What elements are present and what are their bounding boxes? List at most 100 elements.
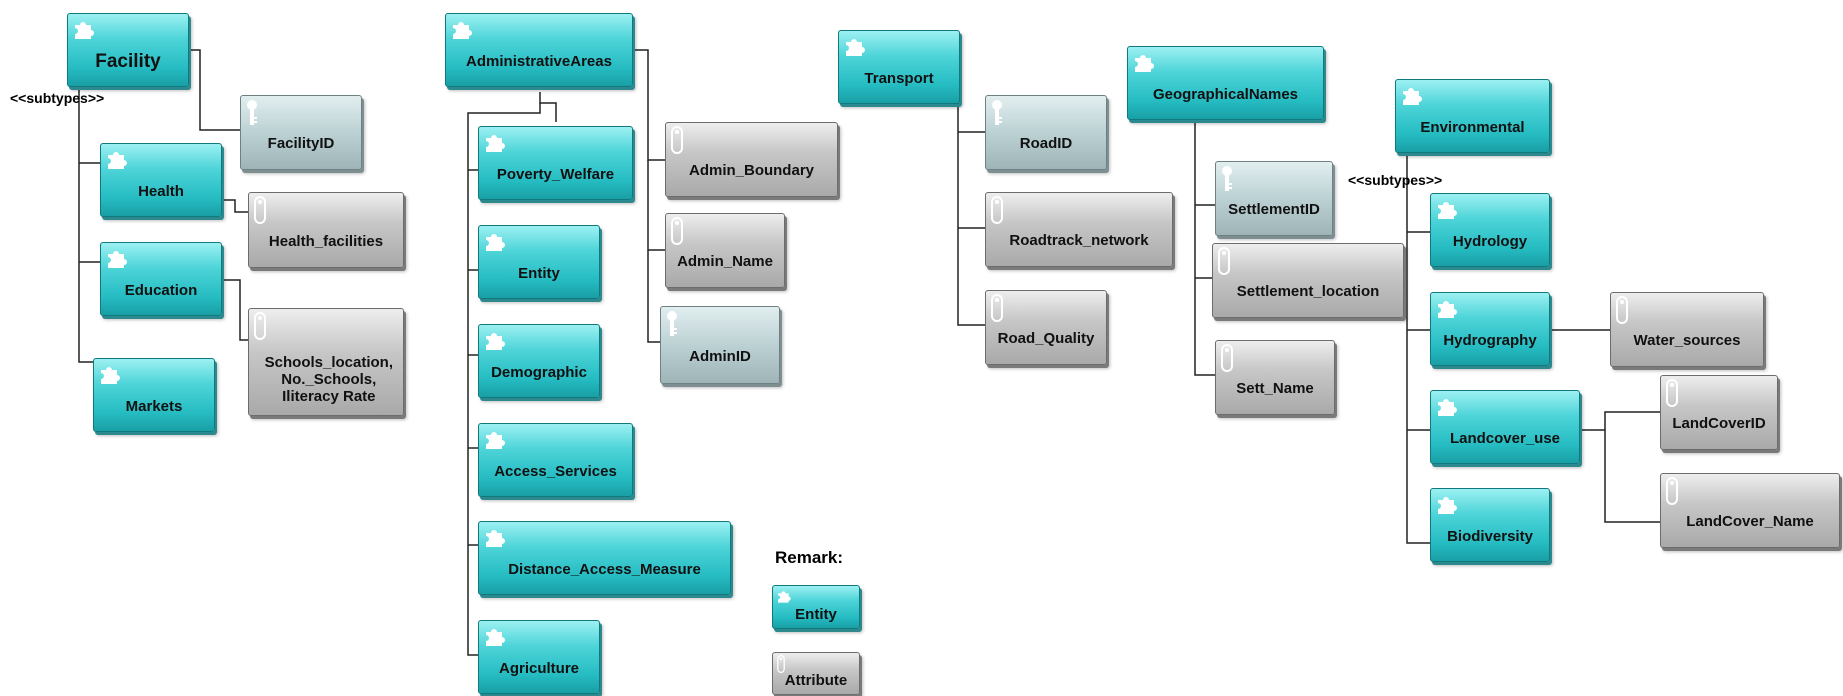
attribute-label: Water_sources [1633, 332, 1741, 349]
attribute-label: SettlementID [1228, 201, 1320, 218]
entity-label: Environmental [1420, 118, 1525, 136]
puzzle-icon [846, 39, 865, 56]
puzzle-icon [1438, 202, 1457, 219]
attribute-label: RoadID [1019, 135, 1073, 152]
attribute-tag-icon [1221, 344, 1233, 372]
legend-attribute: Attribute [772, 652, 860, 695]
entity-facility[interactable]: Facility [67, 13, 189, 87]
entity-label: Health [138, 182, 184, 200]
puzzle-icon [486, 333, 505, 350]
attribute-sett-name[interactable]: Sett_Name [1215, 340, 1335, 415]
entity-label: Markets [125, 397, 183, 415]
key-icon [1222, 166, 1232, 191]
puzzle-icon [1438, 497, 1457, 514]
key-icon [992, 100, 1002, 125]
attribute-label: Sett_Name [1236, 380, 1314, 397]
entity-distance-access-measure[interactable]: Distance_Access_Measure [478, 521, 731, 595]
attribute-settlementid[interactable]: SettlementID [1215, 161, 1333, 236]
puzzle-icon [453, 22, 472, 39]
entity-label: GeographicalNames [1152, 85, 1299, 103]
entity-transport[interactable]: Transport [838, 30, 960, 104]
entity-education[interactable]: Education [100, 242, 222, 316]
attribute-label: FacilityID [267, 135, 335, 152]
attribute-adminid[interactable]: AdminID [660, 306, 780, 384]
attribute-facilityid[interactable]: FacilityID [240, 95, 362, 170]
puzzle-icon [486, 629, 505, 646]
entity-label: Agriculture [498, 659, 579, 677]
entity-demographic[interactable]: Demographic [478, 324, 600, 398]
attribute-settlement-location[interactable]: Settlement_location [1212, 243, 1404, 318]
entity-markets[interactable]: Markets [93, 358, 215, 432]
attribute-label: Roadtrack_network [1009, 232, 1149, 249]
entity-label: Facility [95, 50, 161, 72]
key-icon [667, 311, 677, 336]
entity-label: Landcover_use [1449, 429, 1561, 447]
entity-agriculture[interactable]: Agriculture [478, 620, 600, 694]
attribute-tag-icon [1218, 247, 1230, 275]
attribute-water-sources[interactable]: Water_sources [1610, 292, 1764, 367]
entity-access-services[interactable]: Access_Services [478, 423, 633, 497]
attribute-tag-icon [991, 294, 1003, 322]
attribute-label: Health_facilities [268, 232, 384, 250]
attribute-schools-location[interactable]: Schools_location, No._Schools, Iliteracy… [248, 308, 404, 416]
puzzle-icon [486, 432, 505, 449]
attribute-tag-icon [254, 312, 266, 340]
puzzle-icon [486, 234, 505, 251]
entity-hydrology[interactable]: Hydrology [1430, 193, 1550, 267]
attribute-admin-name[interactable]: Admin_Name [665, 213, 785, 288]
attribute-tag-icon [1666, 477, 1678, 505]
entity-geographicalnames[interactable]: GeographicalNames [1127, 46, 1324, 120]
legend-entity-label: Entity [795, 605, 837, 623]
entity-label: AdministrativeAreas [466, 52, 612, 70]
puzzle-icon [75, 22, 94, 39]
entity-label: Hydrography [1443, 331, 1537, 349]
entity-biodiversity[interactable]: Biodiversity [1430, 488, 1550, 562]
attribute-label: AdminID [689, 347, 751, 365]
puzzle-icon [108, 251, 127, 268]
entity-label: Poverty_Welfare [496, 165, 615, 183]
attribute-label: Schools_location, No._Schools, Iliteracy… [264, 353, 393, 405]
puzzle-icon [101, 367, 120, 384]
attribute-health-facilities[interactable]: Health_facilities [248, 192, 404, 268]
entity-label: Demographic [491, 363, 587, 381]
attribute-label: LandCoverID [1672, 415, 1766, 432]
attribute-roadid[interactable]: RoadID [985, 95, 1107, 170]
entity-label: Transport [864, 69, 934, 87]
entity-health[interactable]: Health [100, 143, 222, 217]
attribute-landcoverid[interactable]: LandCoverID [1660, 375, 1778, 450]
entity-label: Entity [518, 264, 560, 282]
entity-label: Biodiversity [1447, 527, 1533, 545]
attribute-tag-icon [777, 655, 785, 673]
entity-administrativeareas[interactable]: AdministrativeAreas [445, 13, 633, 87]
entity-entity[interactable]: Entity [478, 225, 600, 299]
attribute-admin-boundary[interactable]: Admin_Boundary [665, 122, 838, 197]
puzzle-icon [778, 591, 791, 603]
attribute-tag-icon [671, 217, 683, 245]
puzzle-icon [108, 152, 127, 169]
puzzle-icon [1135, 55, 1154, 72]
puzzle-icon [1403, 88, 1422, 105]
legend-attribute-label: Attribute [784, 672, 848, 689]
attribute-label: LandCover_Name [1686, 513, 1814, 530]
puzzle-icon [486, 135, 505, 152]
attribute-label: Settlement_location [1236, 283, 1380, 300]
attribute-label: Admin_Name [677, 253, 773, 270]
attribute-label: Road_Quality [997, 330, 1095, 347]
entity-environmental[interactable]: Environmental [1395, 79, 1550, 153]
subtypes-stereotype-environmental: <<subtypes>> [1348, 172, 1443, 188]
entity-label: Education [124, 281, 198, 299]
attribute-roadtrack-network[interactable]: Roadtrack_network [985, 192, 1173, 267]
attribute-tag-icon [991, 196, 1003, 224]
attribute-road-quality[interactable]: Road_Quality [985, 290, 1107, 365]
entity-poverty-welfare[interactable]: Poverty_Welfare [478, 126, 633, 200]
key-icon [247, 100, 257, 125]
entity-hydrography[interactable]: Hydrography [1430, 292, 1550, 366]
attribute-tag-icon [1666, 379, 1678, 407]
puzzle-icon [486, 530, 505, 547]
puzzle-icon [1438, 301, 1457, 318]
remark-title: Remark: [775, 548, 844, 567]
entity-landcover-use[interactable]: Landcover_use [1430, 390, 1580, 464]
attribute-landcover-name[interactable]: LandCover_Name [1660, 473, 1840, 548]
attribute-tag-icon [254, 196, 266, 224]
